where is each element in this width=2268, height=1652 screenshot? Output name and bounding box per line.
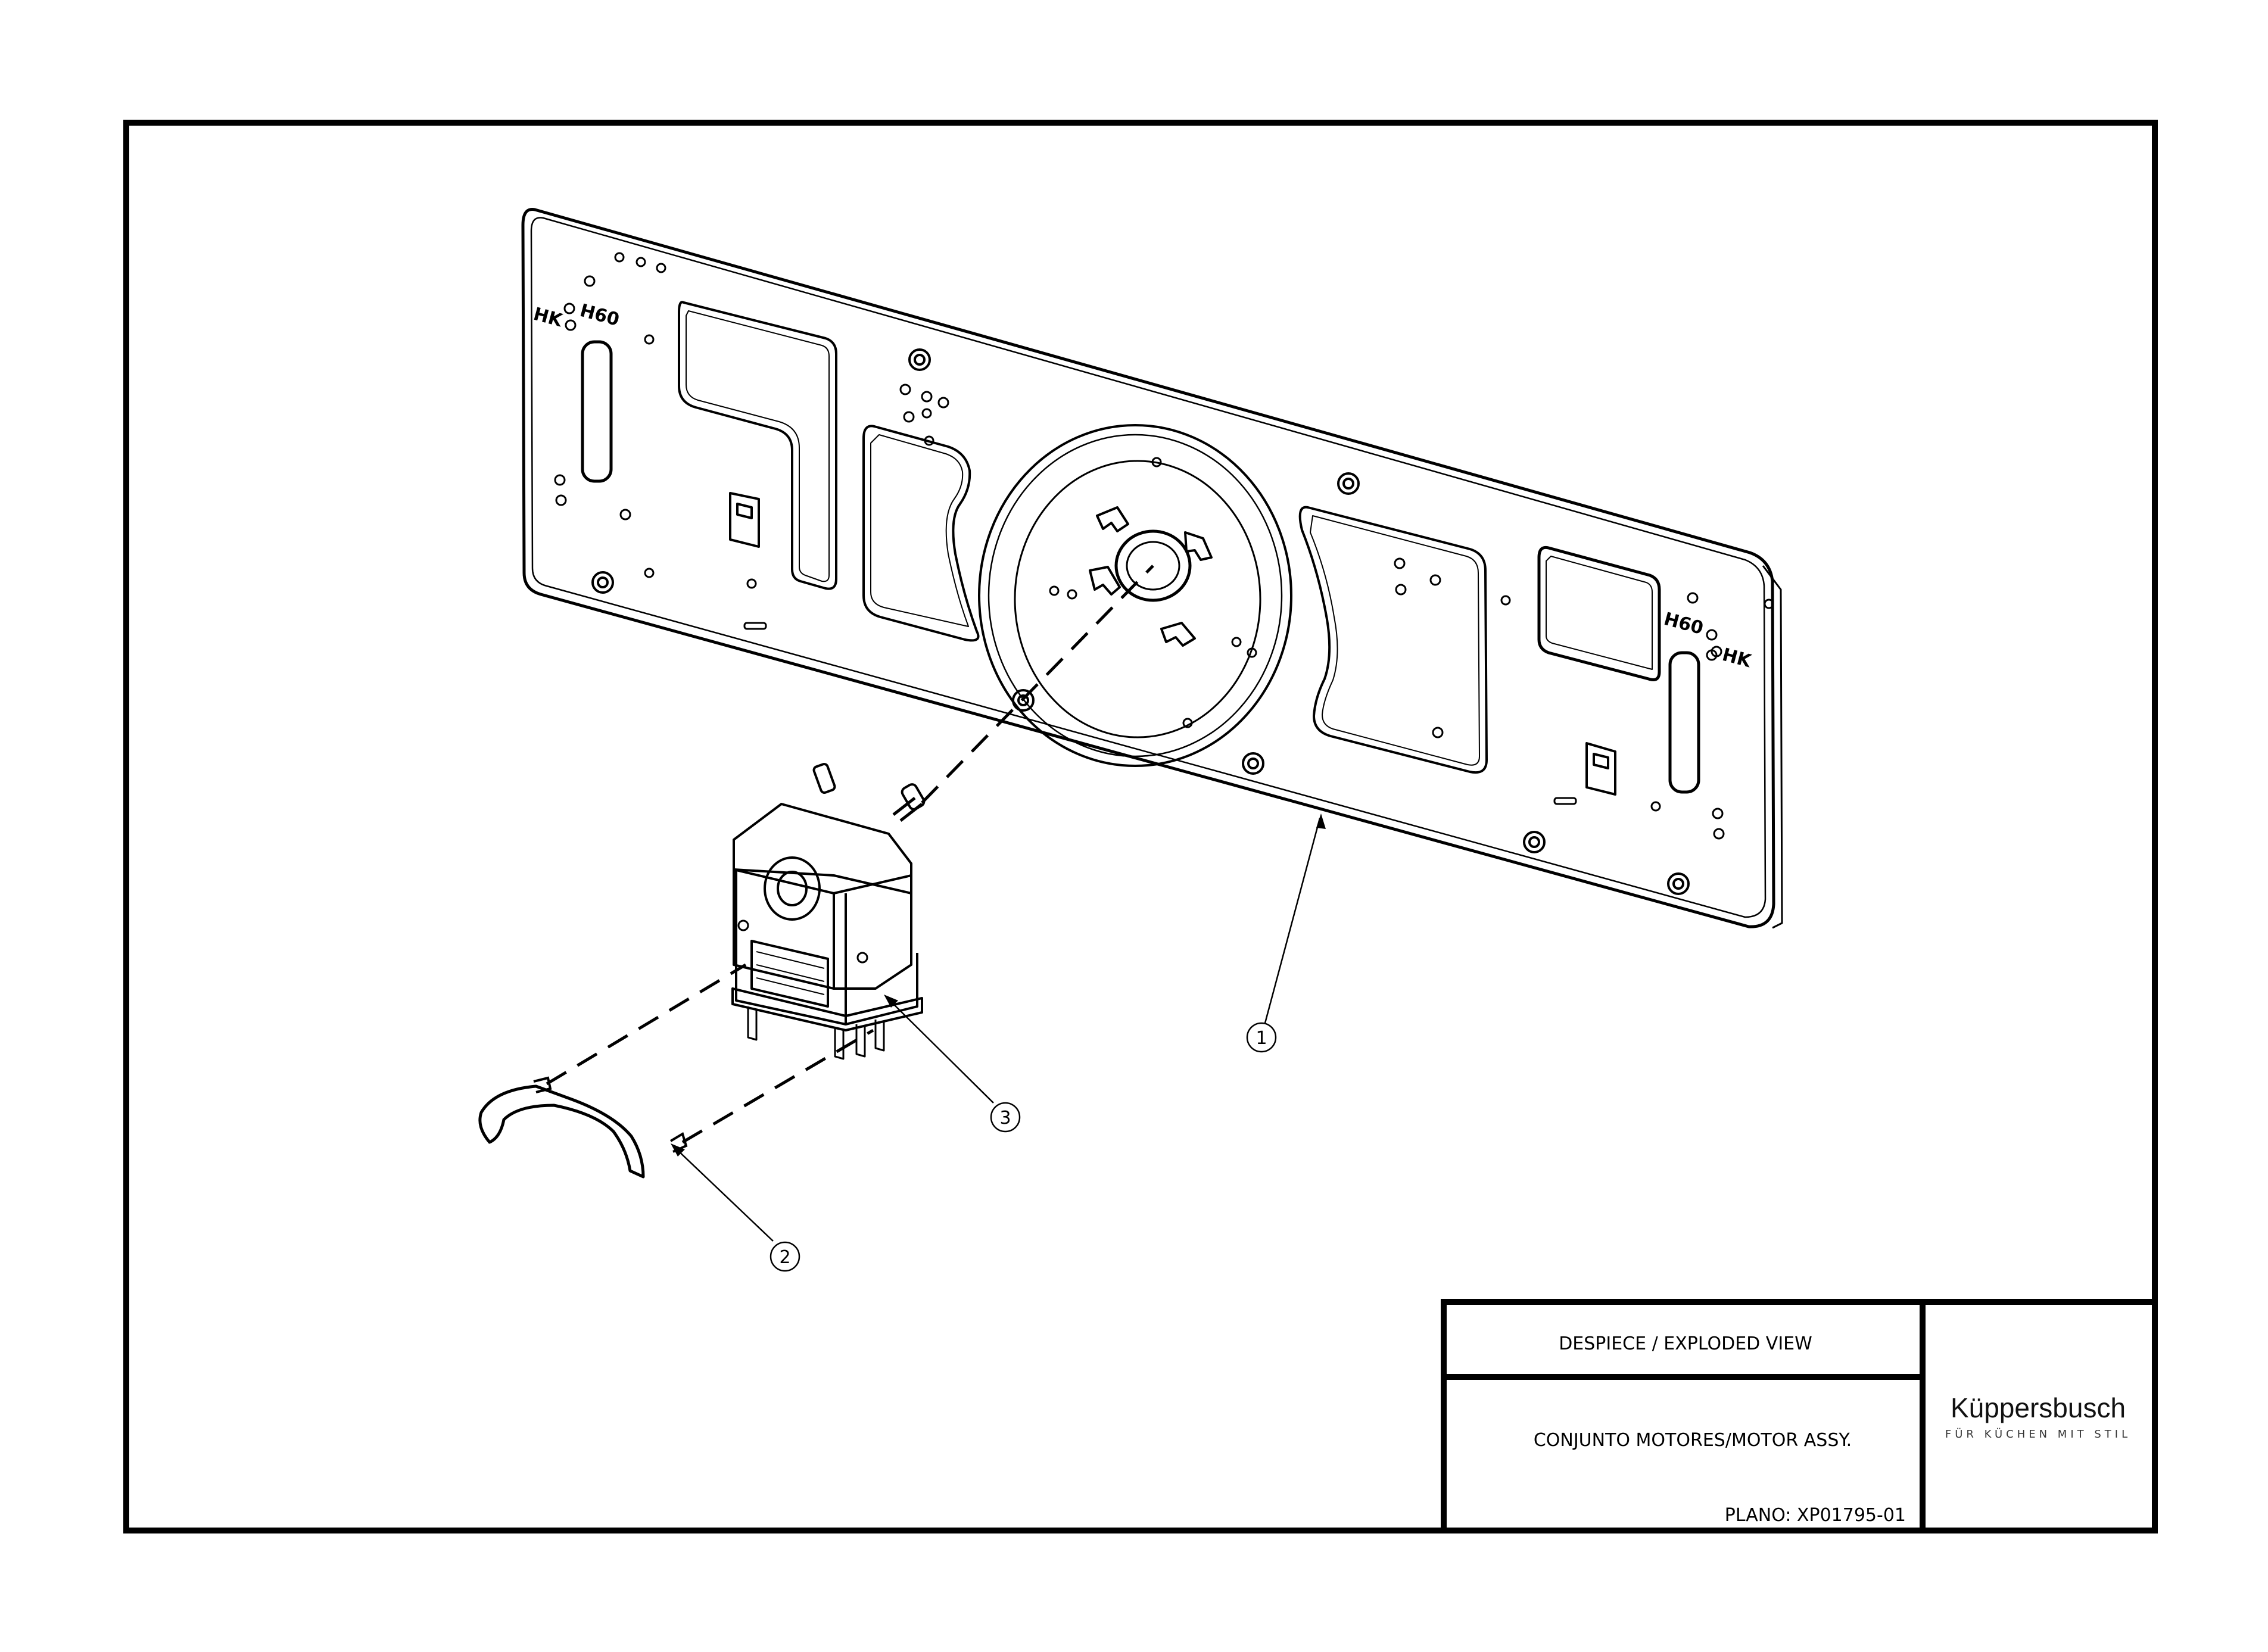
- plate-marking-hk-left: HK: [531, 304, 565, 332]
- leader-arrows: [671, 813, 1326, 1157]
- motor-coil: [750, 940, 829, 1008]
- shaft-boss-inner: [1126, 541, 1180, 591]
- motor-screw: [812, 762, 836, 794]
- plate-inner-edge: [530, 217, 1767, 918]
- motor-coil-lines: [756, 951, 825, 995]
- fan-disc-outer: [978, 424, 1292, 767]
- mounting-studs: [591, 348, 1690, 895]
- clip-bottom: [1160, 622, 1196, 647]
- bracket-right: [1585, 742, 1616, 796]
- shaft-boss-outer: [1114, 529, 1192, 602]
- bracket-left: [729, 492, 760, 548]
- wire-clip-part-2: [478, 1084, 645, 1179]
- brand-logo-tagline: FÜR KÜCHEN MIT STIL: [1945, 1427, 2131, 1441]
- slot-right: [1668, 651, 1700, 794]
- title-drawing-number: PLANO: XP01795-01: [1725, 1505, 1906, 1526]
- part-number-3: 3: [999, 1108, 1011, 1129]
- motor-screw-hole-1: [737, 919, 749, 931]
- motor-bearing-inner: [777, 871, 808, 906]
- part-balloon-1: [1246, 1022, 1277, 1053]
- title-heading: DESPIECE / EXPLODED VIEW: [1559, 1333, 1812, 1354]
- part-balloon-3: [990, 1102, 1021, 1133]
- drawing-frame: [123, 120, 2158, 1533]
- leader-lines: [674, 818, 1321, 1242]
- cutout-l-left-inner: [686, 310, 830, 582]
- pocket-left-inner: [870, 434, 969, 627]
- pocket-left: [862, 425, 980, 642]
- title-block: [1441, 1299, 2158, 1533]
- motor-base-plate: [731, 987, 923, 1031]
- motor-bracket-frame: [735, 869, 918, 1026]
- window-right-inner: [1546, 556, 1653, 670]
- back-plate-part-1: [521, 208, 1783, 929]
- part-number-2: 2: [779, 1247, 790, 1268]
- motor-terminals: [747, 1006, 885, 1060]
- fan-disc-inner: [1014, 460, 1261, 738]
- plate-marking-h60-left: H60: [578, 300, 622, 331]
- part-number-1: 1: [1256, 1028, 1267, 1049]
- part-balloon-2: [770, 1241, 800, 1272]
- pocket-right: [1298, 506, 1488, 774]
- plate-flange: [1762, 565, 1783, 929]
- motor-part-3: [731, 762, 926, 1060]
- plate-marking-hk-right: HK: [1720, 644, 1754, 672]
- plate-marking-h60-right: H60: [1662, 609, 1706, 639]
- small-slot-left: [743, 622, 767, 630]
- small-holes: [554, 252, 1774, 840]
- brand-logo-name: Küppersbusch: [1951, 1392, 2126, 1423]
- clip-top: [1096, 506, 1129, 532]
- clip-left: [1089, 566, 1121, 596]
- window-right: [1537, 546, 1661, 681]
- pocket-right-inner: [1310, 515, 1480, 766]
- motor-screw-hole-2: [856, 952, 868, 964]
- motor-bearing: [764, 856, 821, 921]
- fan-disc-ring: [987, 434, 1283, 758]
- small-slot-right: [1553, 797, 1577, 805]
- motor-shaft-collar: [901, 783, 926, 811]
- assembly-lines: [546, 565, 1154, 1144]
- motor-housing-side: [833, 874, 912, 990]
- cutout-l-left: [678, 301, 837, 590]
- motor-housing-top: [733, 803, 912, 894]
- slot-left: [581, 340, 613, 483]
- plate-outline: [521, 208, 1775, 928]
- clip-right: [1184, 531, 1213, 561]
- title-assembly: CONJUNTO MOTORES/MOTOR ASSY.: [1534, 1430, 1852, 1451]
